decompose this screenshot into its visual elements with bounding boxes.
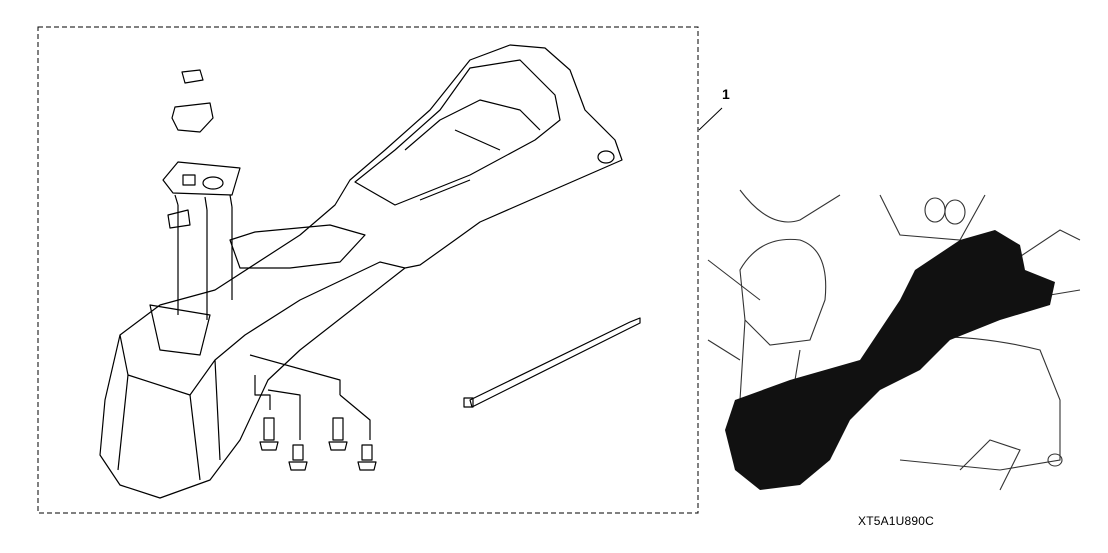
callout-number-1: 1 xyxy=(722,86,730,102)
callout-leader xyxy=(698,107,723,131)
figure-code: XT5A1U890C xyxy=(858,514,935,528)
center-console-illustration xyxy=(99,44,641,499)
installed-console xyxy=(725,230,1055,490)
kit-boundary xyxy=(37,26,699,514)
installed-photo xyxy=(707,189,1081,491)
